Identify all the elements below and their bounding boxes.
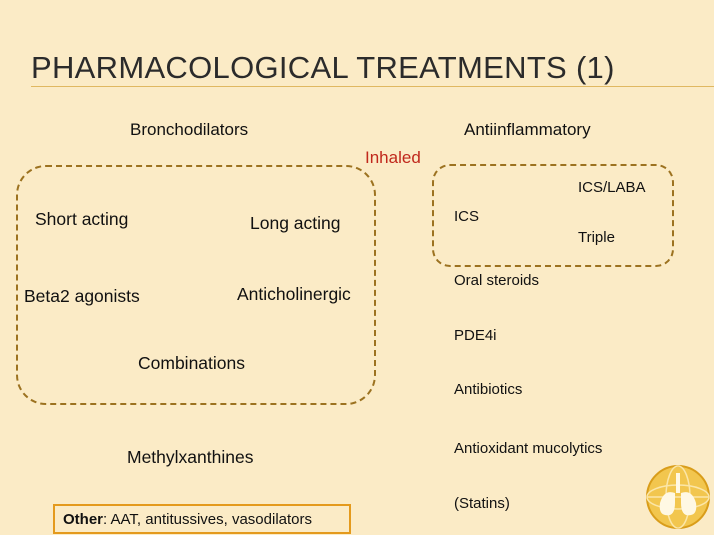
methylxanthines-text: Methylxanthines [127, 447, 254, 467]
statins-text: (Statins) [454, 495, 510, 512]
other-text: : AAT, antitussives, vasodilators [103, 511, 312, 528]
lungs-globe-logo-icon [646, 465, 710, 529]
triple-text: Triple [578, 229, 615, 246]
pde4i-text: PDE4i [454, 327, 497, 344]
bronchodilators-inhaled-box [16, 165, 376, 405]
antiinflammatory-inhaled-box [432, 164, 674, 267]
combinations-text: Combinations [138, 353, 245, 373]
antibiotics-text: Antibiotics [454, 381, 523, 398]
inhaled-label: Inhaled [365, 148, 421, 167]
anticholinergic-text: Anticholinergic [237, 284, 351, 304]
oral-steroids-text: Oral steroids [454, 272, 540, 289]
ics-text: ICS [454, 208, 480, 225]
ics-laba-text: ICS/LABA [578, 179, 646, 196]
title-divider [31, 86, 714, 87]
short-acting-text: Short acting [35, 209, 129, 229]
header-antiinflammatory: Antiinflammatory [464, 120, 591, 139]
beta2-agonists-text: Beta2 agonists [24, 286, 140, 306]
other-treatments-box: Other: AAT, antitussives, vasodilators [53, 504, 351, 534]
antioxidant-mucolytics-text: Antioxidant mucolytics [454, 440, 603, 457]
slide-title: PHARMACOLOGICAL TREATMENTS (1) [31, 50, 615, 85]
other-label: Other [63, 511, 104, 528]
long-acting-text: Long acting [250, 213, 341, 233]
header-bronchodilators: Bronchodilators [130, 120, 249, 139]
